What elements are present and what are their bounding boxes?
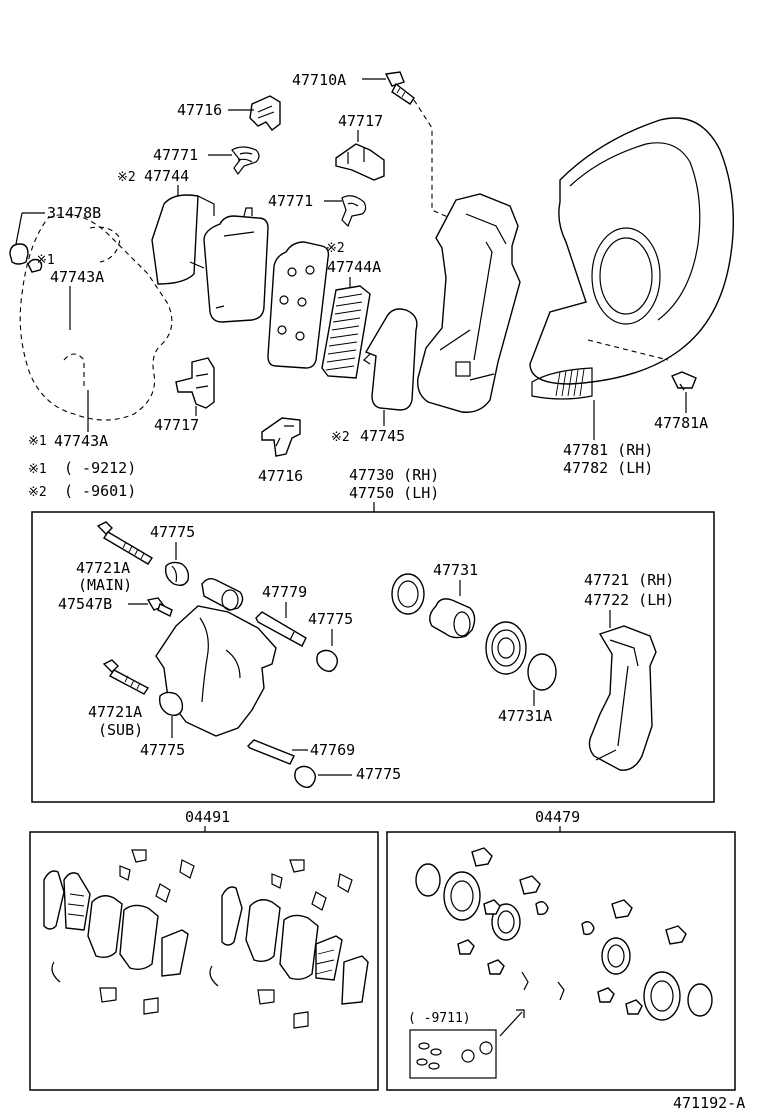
part-bolt-47721A-main[interactable] [96,521,153,565]
label-47775-c: 47775 [140,741,185,759]
label-47710A: 47710A [292,71,346,89]
part-bolt-47710A[interactable] [384,71,451,219]
label-47769: 47769 [310,741,355,759]
label-47721-rh: 47721 (RH) [584,571,674,589]
part-bolt-47721A-sub[interactable] [102,659,150,695]
label-47721A-main-sub: (MAIN) [78,576,132,594]
figure-id: 471192-A [673,1094,745,1112]
label-kit-seals: 04479 [535,808,580,826]
part-clip-47716-top[interactable] [249,95,281,131]
part-clip-47717-low[interactable] [175,357,215,409]
part-piston-47731[interactable] [429,598,476,639]
part-pad-outer[interactable] [203,207,269,323]
part-boot-47775-a[interactable] [164,561,190,587]
kit-seals-subgroup-box [409,1029,497,1079]
note-1-text: ( -9212) [64,459,136,477]
label-47744: 47744 [144,167,189,185]
part-dust-shield[interactable] [529,117,735,400]
kit-pads-box [29,831,379,1091]
part-bolt-47781A[interactable] [671,371,697,391]
label-47771-top: 47771 [153,146,198,164]
part-caliper-body[interactable] [155,577,277,737]
kit-seals-box [386,831,736,1091]
label-47716-low: 47716 [258,467,303,485]
label-47547B: 47547B [58,595,112,613]
kit-pads-set-left[interactable] [43,849,195,1015]
part-pin-47769[interactable] [247,739,295,765]
label-47717-top: 47717 [338,112,383,130]
part-boot-47775-b[interactable] [316,649,339,673]
part-boot-47775-d[interactable] [294,765,317,789]
part-boot-47775-c[interactable] [158,691,184,717]
ref-47743A-bot: ※1 [28,434,47,449]
label-47781A: 47781A [654,414,708,432]
label-47775-d: 47775 [356,765,401,783]
part-spring-47771-top[interactable] [231,146,260,176]
part-clip-47717-top[interactable] [335,143,385,181]
part-pad-inner[interactable] [267,241,330,369]
part-shim-47745[interactable] [363,308,418,411]
part-cap-31478B[interactable] [9,243,43,273]
label-47721A-sub: 47721A [88,703,142,721]
note-2-ref: ※2 [28,485,47,500]
label-47775-b: 47775 [308,610,353,628]
part-anti-squeal-47744A[interactable] [321,285,371,379]
label-47782-lh: 47782 (LH) [563,459,653,477]
part-oring-47731A[interactable] [527,653,557,691]
part-caliper-outline [19,213,173,421]
label-47744A: 47744A [327,258,381,276]
label-47771-mid: 47771 [268,192,313,210]
label-47781-rh: 47781 (RH) [563,441,653,459]
label-kit-pads: 04491 [185,808,230,826]
note-1-ref: ※1 [28,462,47,477]
kit-seals-subgroup[interactable]: ( -9711) [408,1011,497,1079]
label-47743A-bot: 47743A [54,432,108,450]
kit-pads-set-right[interactable] [209,859,369,1029]
ref-47744: ※2 [117,170,136,185]
label-47745: 47745 [360,427,405,445]
label-47730-rh: 47730 (RH) [349,466,439,484]
label-47717-low: 47717 [154,416,199,434]
note-2-text: ( -9601) [64,482,136,500]
part-pin-47779[interactable] [255,611,307,647]
leader-31478B-b [15,212,23,245]
kit-seals-contents[interactable] [415,847,713,1037]
part-boot-piston[interactable] [485,621,527,675]
label-31478B: 31478B [47,204,101,222]
part-torque-plate[interactable] [588,625,657,771]
part-shim-47744[interactable] [151,194,215,285]
part-clip-47716-low[interactable] [261,417,301,457]
ref-47745: ※2 [331,430,350,445]
part-bleeder-47547B[interactable] [146,597,173,617]
ref-47743A-top: ※1 [36,253,55,268]
part-seal-ring[interactable] [391,573,425,615]
label-47750-lh: 47750 (LH) [349,484,439,502]
label-47779: 47779 [262,583,307,601]
label-47743A-top: 47743A [50,268,104,286]
ref-47744A: ※2 [326,241,345,256]
label-47775-a: 47775 [150,523,195,541]
label-47722-lh: 47722 (LH) [584,591,674,609]
caliper-assembly-box [31,511,715,803]
label-47716-top: 47716 [177,101,222,119]
part-mounting-bracket[interactable] [417,193,521,413]
label-47731A: 47731A [498,707,552,725]
part-spring-47771-mid[interactable] [341,195,367,228]
label-47721A-main: 47721A [76,559,130,577]
label-47721A-sub-sub: (SUB) [98,721,143,739]
label-47731: 47731 [433,561,478,579]
label-kit-seals-range: ( -9711) [408,1011,471,1026]
